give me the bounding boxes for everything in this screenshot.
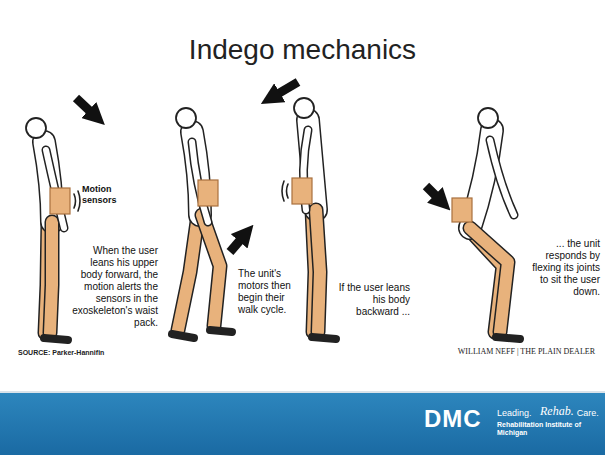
- step-caption: The unit's motors then begin their walk …: [238, 268, 306, 316]
- figure-lean-backward: [276, 82, 336, 339]
- institute-name: Rehabilitation Institute of Michigan: [497, 421, 597, 437]
- tagline-word: Rehab.: [540, 404, 574, 418]
- step-caption: When the user leans his upper body forwa…: [70, 245, 158, 329]
- callout-label: Motion sensors: [82, 184, 142, 206]
- figure-sitting-down: [426, 108, 520, 339]
- tagline-word: Leading.: [497, 407, 537, 419]
- step-caption: If the user leans his body backward ...: [332, 282, 410, 318]
- artist-credit: WILLIAM NEFF | THE PLAIN DEALER: [405, 347, 595, 357]
- tagline-word: Care.: [577, 407, 599, 419]
- figure-lean-forward: [26, 98, 92, 340]
- logo-text: DMC: [424, 405, 494, 433]
- step-caption: ... the unit responds by flexing its joi…: [528, 238, 600, 298]
- slide-title: Indego mechanics: [0, 34, 605, 66]
- figure-walking: [172, 108, 242, 338]
- source-credit: SOURCE: Parker-Hannifin: [18, 348, 178, 357]
